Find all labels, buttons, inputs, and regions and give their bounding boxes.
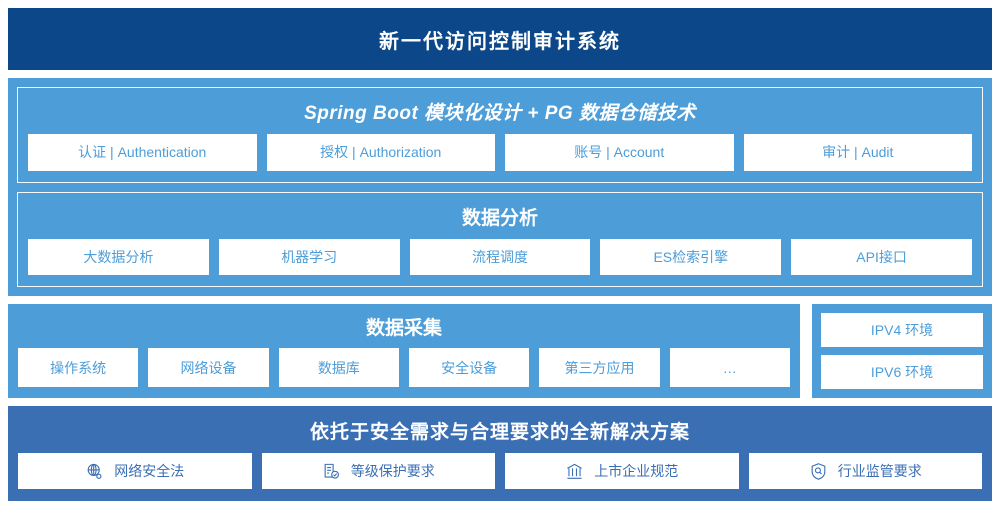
card-authentication[interactable]: 认证 | Authentication (28, 134, 257, 171)
card-audit[interactable]: 审计 | Audit (743, 134, 972, 171)
environment-block: IPV4 环境 IPV6 环境 (812, 304, 992, 398)
collection-block: 数据采集 操作系统 网络设备 数据库 安全设备 第三方应用 … (8, 304, 800, 398)
card-authorization[interactable]: 授权 | Authorization (266, 134, 495, 171)
header-banner: 新一代访问控制审计系统 (8, 8, 992, 70)
collection-title: 数据采集 (365, 318, 442, 339)
card-row-spring-boot: 认证 | Authentication 授权 | Authorization 账… (28, 134, 972, 171)
card-ipv6-environment[interactable]: IPV6 环境 (821, 355, 983, 389)
card-label: 等级保护要求 (350, 463, 435, 479)
card-account[interactable]: 账号 | Account (505, 134, 734, 171)
card-classified-protection[interactable]: 等级保护要求 (261, 453, 495, 489)
card-row-data-analysis: 大数据分析 机器学习 流程调度 ES检索引擎 API接口 (28, 238, 972, 275)
card-label: 网络安全法 (114, 463, 185, 479)
card-industry-regulation[interactable]: 行业监管要求 (748, 453, 982, 489)
card-big-data-analysis[interactable]: 大数据分析 (28, 238, 209, 275)
solution-block: 依托于安全需求与合理要求的全新解决方案 网络安全法 (8, 406, 992, 501)
shield-search-icon (809, 462, 828, 481)
card-machine-learning[interactable]: 机器学习 (218, 238, 400, 275)
collection-row: 数据采集 操作系统 网络设备 数据库 安全设备 第三方应用 … IPV4 环境 … (8, 304, 992, 398)
card-database[interactable]: 数据库 (278, 348, 399, 387)
card-third-party-app[interactable]: 第三方应用 (539, 348, 660, 387)
solution-title: 依托于安全需求与合理要求的全新解决方案 (309, 422, 690, 443)
bank-building-icon (565, 462, 584, 481)
card-network-device[interactable]: 网络设备 (148, 348, 269, 387)
card-label: 上市企业规范 (594, 463, 679, 479)
card-ipv4-environment[interactable]: IPV4 环境 (821, 313, 983, 347)
page-title: 新一代访问控制审计系统 (379, 30, 621, 53)
platform-block: Spring Boot 模块化设计 + PG 数据仓储技术 认证 | Authe… (8, 78, 992, 296)
group-title-spring-boot: Spring Boot 模块化设计 + PG 数据仓储技术 (304, 103, 696, 124)
card-operating-system[interactable]: 操作系统 (18, 348, 139, 387)
card-listed-company-standard[interactable]: 上市企业规范 (505, 453, 739, 489)
globe-network-icon (85, 462, 104, 481)
card-row-solution: 网络安全法 等级保护要求 (18, 453, 982, 489)
card-more-ellipsis[interactable]: … (669, 348, 790, 387)
card-es-search-engine[interactable]: ES检索引擎 (600, 238, 782, 275)
document-check-icon (322, 462, 341, 481)
card-label: 行业监管要求 (837, 463, 922, 479)
group-spring-boot: Spring Boot 模块化设计 + PG 数据仓储技术 认证 | Authe… (17, 87, 983, 183)
card-security-device[interactable]: 安全设备 (408, 348, 530, 387)
group-data-analysis: 数据分析 大数据分析 机器学习 流程调度 ES检索引擎 API接口 (17, 191, 983, 287)
card-process-scheduling[interactable]: 流程调度 (409, 238, 591, 275)
card-api-interface[interactable]: API接口 (791, 238, 972, 275)
card-cybersecurity-law[interactable]: 网络安全法 (18, 453, 252, 489)
card-row-collection: 操作系统 网络设备 数据库 安全设备 第三方应用 … (18, 348, 790, 387)
group-title-data-analysis: 数据分析 (461, 207, 538, 229)
